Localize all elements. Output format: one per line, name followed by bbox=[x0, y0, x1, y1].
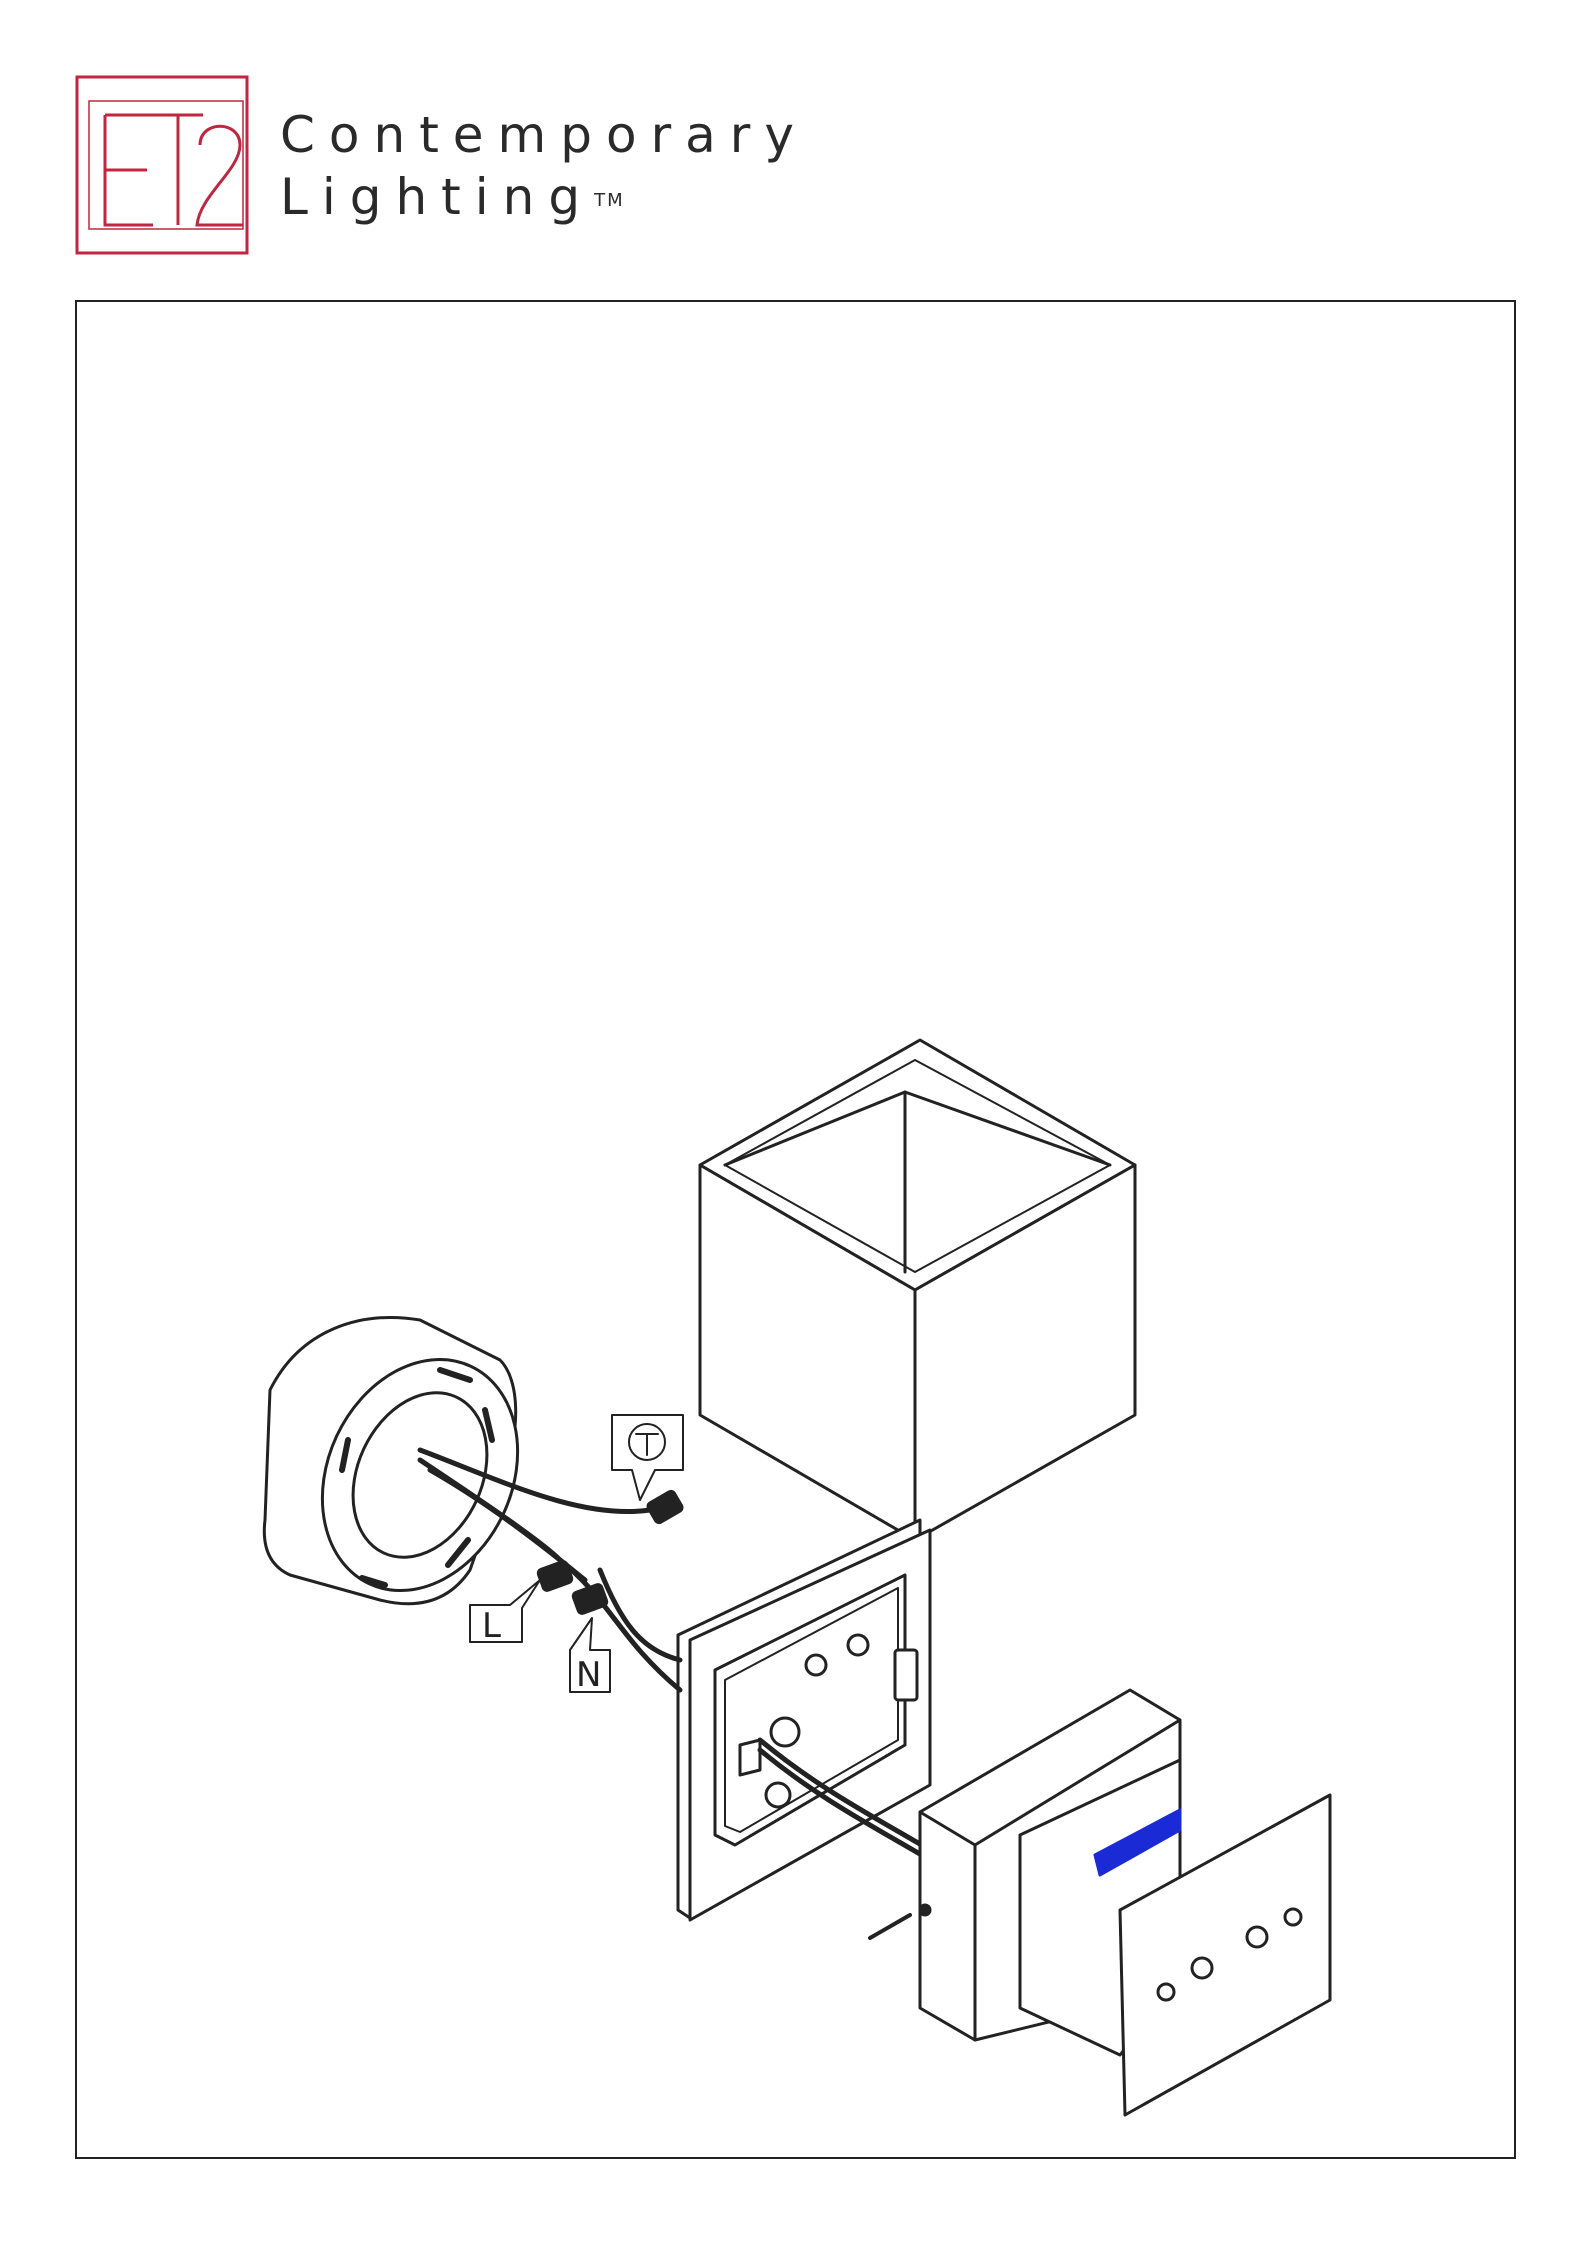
neutral-wire-connector bbox=[572, 1584, 608, 1615]
junction-box-ring bbox=[264, 1318, 554, 1623]
ground-callout[interactable] bbox=[612, 1415, 683, 1500]
fixture-housing bbox=[870, 1690, 1330, 2115]
neutral-label: N bbox=[576, 1655, 601, 1695]
cube-shade bbox=[700, 1040, 1135, 1540]
line-label: L bbox=[482, 1606, 501, 1646]
wall-backplate bbox=[678, 1520, 930, 1920]
line-callout[interactable] bbox=[470, 1580, 540, 1642]
mounting-screw bbox=[870, 1915, 910, 1938]
line-wire-connector bbox=[537, 1561, 573, 1592]
ground-wire-connector bbox=[647, 1490, 684, 1524]
